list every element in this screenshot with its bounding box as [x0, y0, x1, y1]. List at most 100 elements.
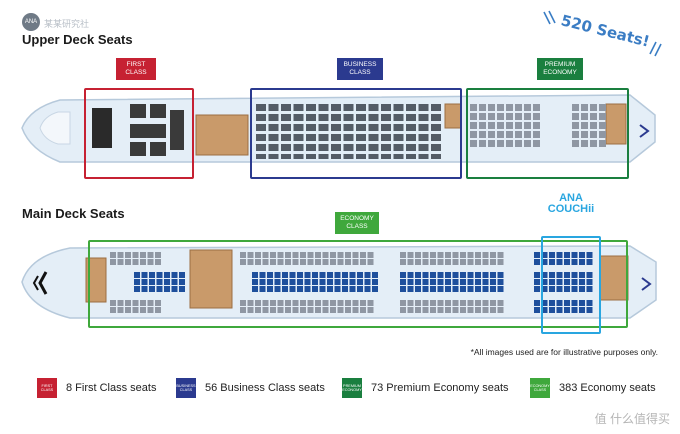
seat — [322, 259, 329, 265]
economy-seats — [110, 252, 593, 313]
seat — [541, 279, 548, 285]
seat — [293, 114, 304, 121]
seat — [488, 104, 495, 111]
seat — [364, 272, 371, 278]
seat — [445, 252, 451, 258]
seat — [125, 300, 131, 306]
seat — [312, 286, 318, 292]
seat — [482, 259, 489, 265]
seat — [400, 252, 406, 258]
seat — [430, 300, 436, 306]
seat — [460, 286, 466, 292]
seat — [479, 113, 486, 120]
seat — [445, 307, 451, 313]
seat — [571, 279, 578, 285]
seat — [356, 104, 366, 111]
seat — [541, 272, 548, 278]
seat — [407, 259, 414, 265]
seat — [327, 279, 333, 285]
seat — [357, 279, 363, 285]
seat — [267, 279, 273, 285]
seat — [334, 272, 341, 278]
seat — [490, 300, 496, 306]
legend-swatch-premium: PREMIUM ECONOMY — [342, 378, 362, 398]
seat — [262, 307, 269, 313]
seat — [556, 307, 563, 313]
seat — [564, 252, 570, 258]
galley — [189, 249, 233, 309]
seat — [117, 259, 124, 265]
seat — [534, 259, 540, 265]
seat — [306, 144, 316, 151]
couchii-logo-line2: COUCHii — [547, 203, 595, 215]
seat — [541, 300, 548, 306]
seat — [506, 122, 513, 129]
seat — [330, 307, 336, 313]
seat — [452, 307, 459, 313]
seat — [579, 307, 585, 313]
seat — [147, 259, 154, 265]
brand-logo-text: ANA — [24, 19, 38, 25]
seat — [534, 252, 540, 258]
seat — [599, 104, 606, 111]
seat — [247, 300, 254, 306]
seat — [356, 134, 366, 141]
seat — [368, 114, 379, 121]
seat — [267, 272, 273, 278]
seat — [274, 279, 281, 285]
seat — [331, 154, 341, 159]
seat — [556, 252, 563, 258]
seat — [460, 272, 466, 278]
seat — [599, 122, 606, 129]
seat — [315, 252, 321, 258]
seat — [293, 124, 304, 131]
seat — [524, 140, 531, 147]
seat — [581, 104, 588, 111]
seat — [534, 272, 540, 278]
seat — [293, 134, 304, 141]
seat — [490, 272, 496, 278]
seat — [431, 124, 441, 131]
seat — [331, 144, 341, 151]
seat — [415, 272, 421, 278]
seat — [400, 286, 406, 292]
seat — [533, 104, 540, 111]
seat — [282, 272, 288, 278]
seat — [452, 300, 459, 306]
seat — [110, 252, 116, 258]
seat — [132, 307, 139, 313]
seat — [134, 272, 140, 278]
seat — [549, 259, 555, 265]
seat — [381, 114, 391, 121]
seat — [141, 272, 148, 278]
seat — [431, 134, 441, 141]
seat — [586, 300, 593, 306]
watermark-text: 某某研究社 — [44, 19, 90, 29]
seat — [334, 279, 341, 285]
seat — [467, 279, 474, 285]
seat — [318, 114, 329, 121]
seat — [430, 252, 436, 258]
seat — [549, 279, 555, 285]
seat — [556, 300, 563, 306]
seat — [422, 286, 429, 292]
seat — [460, 252, 466, 258]
seat — [300, 307, 306, 313]
seat — [334, 286, 341, 292]
seat — [482, 252, 489, 258]
seat — [534, 307, 540, 313]
cockpit-window-icon — [38, 271, 48, 295]
seat — [422, 259, 429, 265]
seat — [541, 286, 548, 292]
seat — [437, 307, 444, 313]
seat — [506, 131, 513, 138]
legend-label-economy: 383 Economy seats — [559, 382, 656, 394]
seat — [171, 272, 178, 278]
seat — [367, 252, 374, 258]
seat — [304, 286, 311, 292]
seat — [515, 131, 522, 138]
seat — [437, 252, 444, 258]
seat — [393, 124, 404, 131]
seat — [515, 140, 522, 147]
seat — [132, 300, 139, 306]
